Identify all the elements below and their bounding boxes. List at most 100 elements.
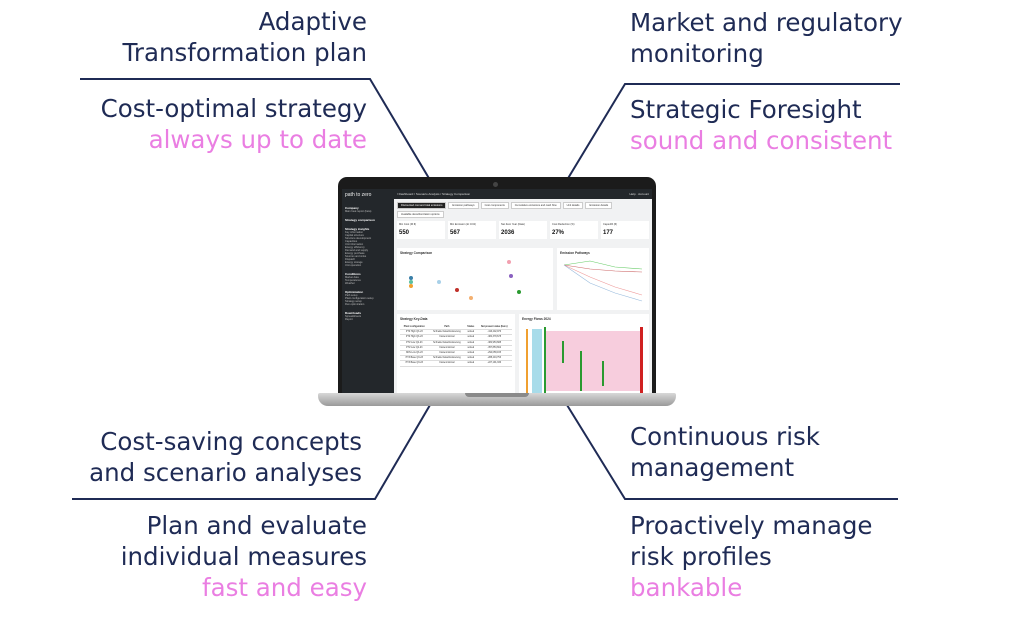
- sidebar-section-title[interactable]: Downloads: [345, 311, 362, 315]
- table-cell: solved: [465, 355, 477, 362]
- sidebar-item[interactable]: Demand and supply: [345, 249, 369, 252]
- sidebar-item[interactable]: Capacities: [345, 240, 358, 243]
- chart-point: [409, 276, 413, 280]
- sidebar-item[interactable]: Market data: [345, 276, 359, 279]
- table-cell: -384,378,678: [476, 334, 512, 341]
- kpi-value: 550: [399, 230, 410, 236]
- table-cell: PTZ Base Q3-23: [400, 355, 429, 362]
- sidebar-item[interactable]: Weather: [345, 282, 355, 285]
- tab[interactable]: Available decarbonization options: [397, 211, 444, 218]
- tab[interactable]: Unit details: [562, 202, 584, 209]
- sidebar-item[interactable]: Main heat report (beta): [345, 210, 372, 213]
- sidebar-section-title[interactable]: Conditions: [345, 272, 361, 276]
- sidebar-section-title[interactable]: Strategy comparison: [345, 218, 375, 222]
- laptop-notch: [465, 393, 529, 397]
- sidebar-item[interactable]: Sources and sinks: [345, 255, 367, 258]
- sidebar-item[interactable]: Path setup: [345, 294, 358, 297]
- kpi-card: Cost Reduction (%)27%: [550, 221, 598, 239]
- kpi-card: Net Zero Year (Date)2036: [499, 221, 547, 239]
- chart-point: [469, 296, 473, 300]
- tab[interactable]: Cumulative emissions and cash flow: [510, 202, 561, 209]
- chart-point: [437, 280, 441, 284]
- sidebar-item[interactable]: Temperatures: [345, 279, 361, 282]
- table-cell: PTZ High Q3-23: [400, 334, 429, 341]
- table-cell: Kostenminimal: [428, 350, 466, 357]
- tab[interactable]: Emission details: [585, 202, 613, 209]
- sidebar-item[interactable]: Dispatch: [345, 258, 356, 261]
- sidebar-item[interactable]: Energy efficiency: [345, 246, 365, 249]
- table-cell: solved: [465, 345, 477, 351]
- chart-point: [455, 288, 459, 292]
- sankey-diagram: [526, 327, 643, 393]
- sidebar-item[interactable]: Strategy setup: [345, 300, 362, 303]
- energy-flows-card: Energy Flows 2024: [519, 314, 649, 393]
- sidebar-item[interactable]: Unit information: [345, 243, 364, 246]
- top-right-links[interactable]: Help · Account: [629, 192, 649, 196]
- connector-top-right: [566, 83, 900, 181]
- table-cell: -294,058,165: [476, 350, 512, 357]
- sidebar-item[interactable]: Energy storage: [345, 261, 363, 264]
- sidebar-section-title[interactable]: Strategy insights: [345, 227, 370, 231]
- sidebar-item[interactable]: Capital structure: [345, 234, 364, 237]
- kpi-card: Min Cost (M €)550: [397, 221, 445, 239]
- sidebar-item[interactable]: Key information: [345, 231, 364, 234]
- table-cell: solved: [465, 350, 477, 357]
- table-header: Net present value (Euro): [476, 325, 512, 331]
- kpi-card: CapexIR (€)177: [601, 221, 649, 239]
- sidebar-item[interactable]: Report: [345, 318, 353, 321]
- connector-bottom-right: [566, 404, 898, 500]
- sidebar-item[interactable]: Structure development: [345, 237, 372, 240]
- connector-bottom-left: [72, 404, 431, 500]
- chart-point: [409, 280, 413, 284]
- tab[interactable]: Discounted cost and total emissions: [397, 202, 447, 209]
- breadcrumb[interactable]: / Dashboard / Scenario Analysis / Strate…: [397, 192, 471, 196]
- kpi-value: 2036: [501, 230, 515, 236]
- sidebar-section-title[interactable]: Optimization: [345, 290, 364, 294]
- sidebar-item[interactable]: Unit operation: [345, 264, 362, 267]
- table-cell: NNS Low Q3-23: [400, 350, 429, 357]
- table-cell: Schnelle Dekarbonisierung: [428, 355, 466, 362]
- kpi-label: Cost Reduction (%): [552, 223, 575, 226]
- sidebar-item[interactable]: Plant configuration setup: [345, 297, 374, 300]
- top-bar: / Dashboard / Scenario Analysis / Strate…: [394, 189, 652, 199]
- camera-icon: [493, 182, 498, 187]
- tab[interactable]: Emission pathways: [448, 202, 479, 209]
- table-cell: PTZ High Q3-23: [400, 329, 429, 336]
- table-cell: solved: [465, 340, 477, 346]
- connector-top-left: [80, 78, 431, 181]
- sidebar-item[interactable]: Run optimization: [345, 303, 365, 306]
- kpi-label: Min Emission (kt CO2): [450, 223, 476, 226]
- sidebar-item[interactable]: Spreadsheets: [345, 315, 362, 318]
- chart-point: [507, 260, 511, 264]
- chart-point: [409, 284, 413, 288]
- table-header: Plant configuration: [400, 325, 429, 331]
- kpi-value: 567: [450, 230, 461, 236]
- chart-point: [509, 274, 513, 278]
- chart-point: [517, 290, 521, 294]
- emission-pathways-card: Emission Pathways: [557, 248, 649, 310]
- sidebar-section-title[interactable]: Company: [345, 206, 359, 210]
- table-cell: Kostenminimal: [428, 334, 466, 341]
- tab[interactable]: Cost components: [480, 202, 509, 209]
- sidebar-item[interactable]: Energy purchase: [345, 252, 365, 255]
- table-cell: -382,953,688: [476, 340, 512, 346]
